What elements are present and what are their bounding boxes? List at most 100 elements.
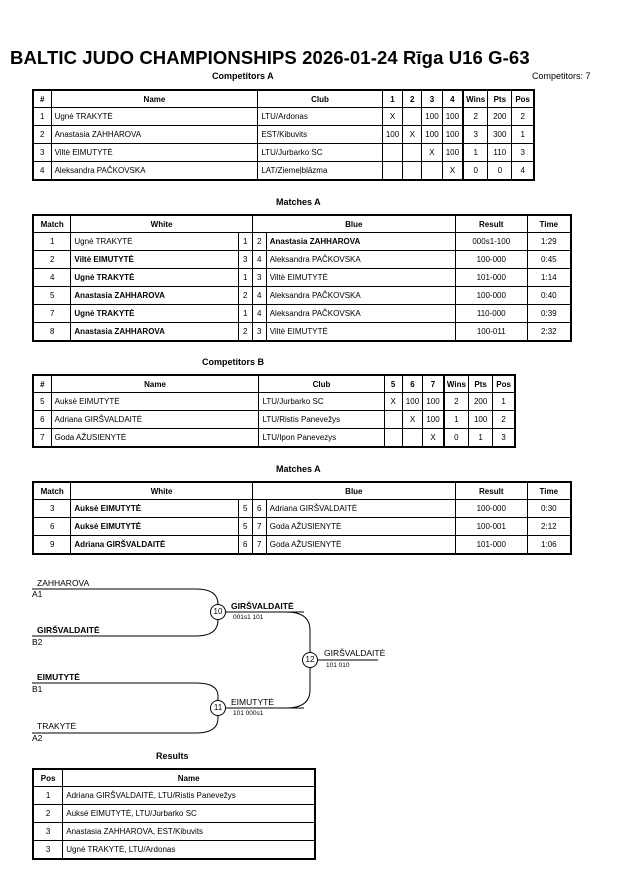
result-name: Adriana GIRŠVALDAITĖ, LTU/Ristis Panevež… <box>62 786 316 805</box>
match-10-number: 10 <box>213 607 223 616</box>
blue-name: Viltė EIMUTYTĖ <box>265 322 456 342</box>
score-cell <box>383 410 403 429</box>
result-position: 1 <box>32 786 64 805</box>
match-result: 101-000 <box>454 535 528 555</box>
results-header-row: Pos Name <box>32 768 316 787</box>
blue-number: 7 <box>251 517 267 536</box>
match-11-number: 11 <box>213 703 223 712</box>
match-12-number: 12 <box>305 655 315 664</box>
match-11-winner: EIMUTYTĖ <box>231 697 274 707</box>
result-position: 2 <box>32 804 64 823</box>
white-number: 1 <box>237 304 253 323</box>
wins-cell: 0 <box>462 161 489 181</box>
match-10-winner: GIRŠVALDAITĖ <box>231 601 294 611</box>
competitor-number: 4 <box>32 161 52 181</box>
competitor-number: 3 <box>32 143 52 162</box>
competitor-number: 7 <box>32 428 52 448</box>
bracket-second-seed: B2 <box>32 637 43 647</box>
match-number: 6 <box>32 517 72 536</box>
score-cell: X <box>401 410 424 429</box>
competitor-name: Aleksandra PAČKOVSKA <box>50 161 259 181</box>
bracket-top-name: ZAHHAROVA <box>37 578 90 588</box>
match-12-score: 101 010 <box>326 662 350 669</box>
competitor-club: LTU/Ristis Panevežys <box>258 410 385 429</box>
score-cell: X <box>441 161 465 181</box>
position-cell: 1 <box>511 125 535 144</box>
white-name: Ugnė TRAKYTĖ <box>70 304 239 323</box>
col-name: Name <box>62 768 316 787</box>
col-opp-5: 5 <box>383 374 403 393</box>
matches-b-heading: Matches A <box>276 464 321 474</box>
competitors-b-heading: Competitors B <box>202 357 265 367</box>
score-cell <box>421 161 443 181</box>
bracket-third-seed: B1 <box>32 684 43 694</box>
match-10-score: 001s1 101 <box>233 614 264 621</box>
match-time: 1:06 <box>526 535 572 555</box>
match-time: 2:32 <box>526 322 572 342</box>
result-name: Anastasia ZAHHAROVA, EST/Kibuvits <box>62 822 316 841</box>
result-name: Auksė EIMUTYTĖ, LTU/Jurbarko SC <box>62 804 316 823</box>
competitor-name: Goda AŽUSIENYTĖ <box>50 428 260 448</box>
match-time: 2:12 <box>526 517 572 536</box>
competitors-a-heading: Competitors A <box>212 71 274 81</box>
page-title: BALTIC JUDO CHAMPIONSHIPS 2026-01-24 Rīg… <box>10 47 530 68</box>
score-cell: X <box>422 428 445 448</box>
white-number: 5 <box>237 499 253 518</box>
score-cell: X <box>421 143 443 162</box>
blue-name: Aleksandra PAČKOVSKA <box>265 304 456 323</box>
white-name: Adriana GIRŠVALDAITĖ <box>70 535 239 555</box>
bracket-third-name: EIMUTYTĖ <box>37 672 80 682</box>
position-cell: 2 <box>511 107 535 126</box>
position-cell: 4 <box>511 161 535 181</box>
white-number: 5 <box>237 517 253 536</box>
wins-cell: 0 <box>443 428 470 448</box>
match-time: 1:29 <box>526 232 572 251</box>
matches-a-heading: Matches A <box>276 197 321 207</box>
position-cell: 3 <box>511 143 535 162</box>
score-cell <box>381 143 404 162</box>
result-position: 3 <box>32 822 64 841</box>
white-name: Auksė EIMUTYTĖ <box>70 517 239 536</box>
competitors-count: Competitors: 7 <box>532 71 591 81</box>
white-number: 6 <box>237 535 253 555</box>
score-cell: 100 <box>422 410 445 429</box>
col-pos: Pos <box>32 768 64 787</box>
score-cell <box>383 428 403 448</box>
position-cell: 2 <box>492 410 516 429</box>
bracket-bottom-seed: A2 <box>32 733 43 743</box>
bracket-second-name: GIRŠVALDAITĖ <box>37 625 100 635</box>
blue-name: Goda AŽUSIENYTĖ <box>265 517 456 536</box>
position-cell: 3 <box>492 428 516 448</box>
score-cell <box>381 161 404 181</box>
results-heading: Results <box>156 751 189 761</box>
competitor-number: 6 <box>32 410 52 429</box>
score-cell: 100 <box>441 143 465 162</box>
white-number: 2 <box>237 322 253 342</box>
blue-name: Goda AŽUSIENYTĖ <box>265 535 456 555</box>
bracket-bottom-name: TRAKYTĖ <box>37 721 77 731</box>
result-position: 3 <box>32 840 64 860</box>
white-number: 3 <box>237 250 253 269</box>
